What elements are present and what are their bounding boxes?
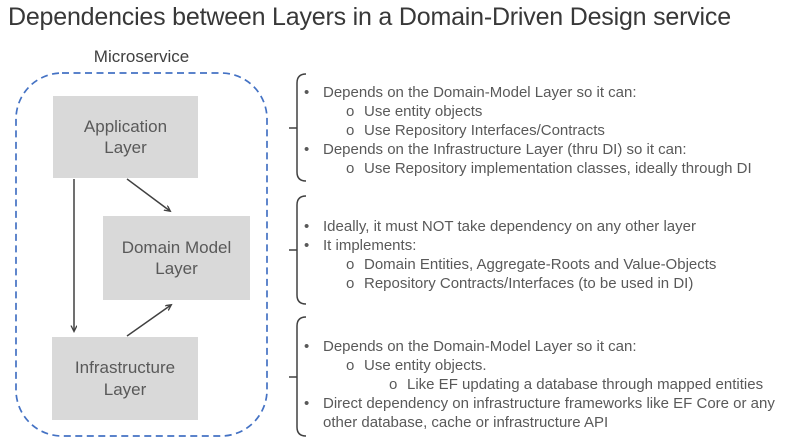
note-text: Use entity objects. bbox=[364, 357, 487, 374]
domain-model-layer-box: Domain Model Layer bbox=[103, 216, 250, 300]
list-item: o Domain Entities, Aggregate-Roots and Va… bbox=[304, 255, 796, 274]
bullet-icon: o bbox=[346, 160, 355, 177]
note-text: Repository Contracts/Interfaces (to be u… bbox=[364, 275, 694, 292]
bullet-icon: • bbox=[304, 84, 310, 101]
bullet-icon: o bbox=[389, 376, 398, 393]
page-title: Dependencies between Layers in a Domain-… bbox=[8, 3, 731, 31]
application-layer-box: Application Layer bbox=[53, 96, 198, 178]
note-text: Direct dependency on infrastructure fram… bbox=[323, 395, 775, 431]
application-layer-label: Application Layer bbox=[83, 116, 168, 157]
list-item: • Ideally, it must NOT take dependency on… bbox=[304, 217, 796, 236]
note-text: Use entity objects bbox=[364, 103, 483, 120]
list-item: o Use Repository implementation classes, … bbox=[304, 159, 796, 178]
infrastructure-layer-notes: • Depends on the Domain-Model Layer so it… bbox=[304, 337, 796, 432]
list-item: o Repository Contracts/Interfaces (to be … bbox=[304, 274, 796, 293]
note-text: Use Repository Interfaces/Contracts bbox=[364, 122, 605, 139]
list-item: • It implements: bbox=[304, 236, 796, 255]
application-layer-notes: • Depends on the Domain-Model Layer so it… bbox=[304, 83, 796, 178]
bullet-icon: • bbox=[304, 338, 310, 355]
list-item: • Depends on the Domain-Model Layer so it… bbox=[304, 337, 796, 356]
note-text: Domain Entities, Aggregate-Roots and Val… bbox=[364, 256, 717, 273]
note-text: It implements: bbox=[323, 237, 417, 254]
bullet-icon: • bbox=[304, 141, 310, 158]
arrow-application-to-domain bbox=[126, 178, 170, 211]
list-item: o Use Repository Interfaces/Contracts bbox=[304, 121, 796, 140]
bullet-icon: o bbox=[346, 103, 355, 120]
bullet-icon: • bbox=[304, 218, 310, 235]
note-text: Use Repository implementation classes, i… bbox=[364, 160, 752, 177]
domain-model-layer-label: Domain Model Layer bbox=[121, 237, 232, 278]
note-text: Ideally, it must NOT take dependency on … bbox=[323, 218, 696, 235]
list-item: o Use entity objects bbox=[304, 102, 796, 121]
bullet-icon: • bbox=[304, 395, 310, 412]
list-item: • Depends on the Infrastructure Layer (th… bbox=[304, 140, 796, 159]
note-text: Depends on the Domain-Model Layer so it … bbox=[323, 338, 637, 355]
infrastructure-layer-label: Infrastructure Layer bbox=[74, 358, 176, 399]
bullet-icon: o bbox=[346, 357, 355, 374]
bullet-icon: o bbox=[346, 122, 355, 139]
infrastructure-layer-box: Infrastructure Layer bbox=[52, 337, 198, 420]
list-item: • Direct dependency on infrastructure fra… bbox=[304, 394, 796, 432]
arrow-infrastructure-to-domain bbox=[126, 305, 171, 337]
list-item: o Like EF updating a database through map… bbox=[304, 375, 796, 394]
note-text: Depends on the Infrastructure Layer (thr… bbox=[323, 141, 687, 158]
domain-model-layer-notes: • Ideally, it must NOT take dependency on… bbox=[304, 217, 796, 293]
list-item: • Depends on the Domain-Model Layer so it… bbox=[304, 83, 796, 102]
bullet-icon: o bbox=[346, 275, 355, 292]
note-text: Depends on the Domain-Model Layer so it … bbox=[323, 84, 637, 101]
bullet-icon: • bbox=[304, 237, 310, 254]
bullet-icon: o bbox=[346, 256, 355, 273]
microservice-label: Microservice bbox=[93, 47, 190, 66]
list-item: o Use entity objects. bbox=[304, 356, 796, 375]
note-text: Like EF updating a database through mapp… bbox=[407, 376, 764, 393]
